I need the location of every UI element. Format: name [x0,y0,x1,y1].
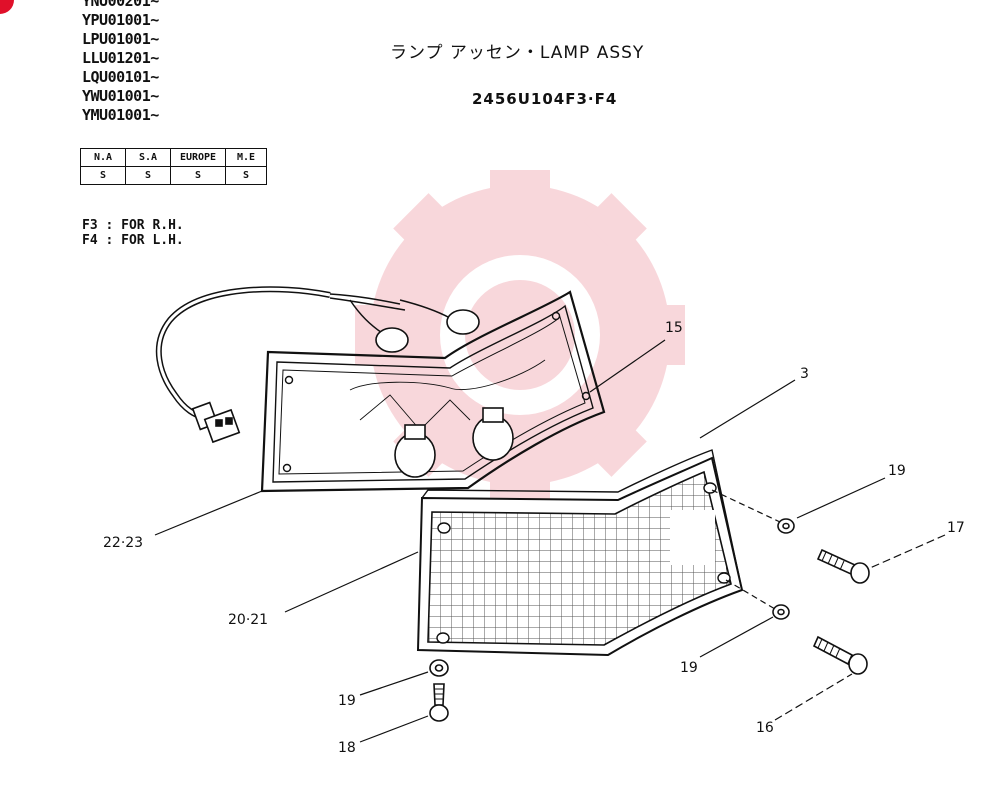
serial-number: YPU01001~ [82,11,159,29]
callout-15: 15 [665,320,683,336]
serial-number: LLU01201~ [82,49,159,67]
bulb-icon [375,309,514,478]
serial-number: YWU01001~ [82,87,159,105]
callout-17: 17 [947,520,965,536]
washer-icon [429,659,449,677]
side-notes: F3 : FOR R.H. F4 : FOR L.H. [82,218,184,248]
serial-number: LQU00101~ [82,68,159,86]
note-lh: F4 : FOR L.H. [82,233,184,248]
serial-number: LPU01001~ [82,30,159,48]
region-value-row: S S S S [80,166,267,185]
part-code: 2456U104F3·F4 [472,90,618,108]
callout-3: 3 [800,366,809,382]
wire-connector-icon [191,401,241,444]
callout-19-lower: 19 [680,660,698,676]
callout-19-bottom: 19 [338,693,356,709]
page-title: ランプ アッセン・LAMP ASSY [390,43,645,63]
callout-19-washer: 19 [888,463,906,479]
lamp-lens [416,449,744,657]
region-value: S [170,166,226,185]
region-table: N.A S.A EUROPE M.E S S S S [80,148,267,185]
callout-20-21: 20·21 [228,612,269,628]
note-rh: F3 : FOR R.H. [82,218,184,233]
serial-number: YNU00201~ [82,0,159,10]
callout-22-23: 22·23 [103,535,144,551]
screw-16-icon [812,635,868,675]
region-value: S [225,166,267,185]
washer-icon [772,604,790,620]
watermark-gear-icon [355,170,685,500]
screw-17-icon [816,548,870,584]
screw-18-icon [429,683,449,722]
serial-number: YMU01001~ [82,106,159,124]
callout-16: 16 [756,720,774,736]
callout-18: 18 [338,740,356,756]
leader-lines [154,339,946,743]
serial-number-list: YNU00201~ YPU01001~ LPU01001~ LLU01201~ … [82,0,159,125]
washer-icon [777,518,795,534]
